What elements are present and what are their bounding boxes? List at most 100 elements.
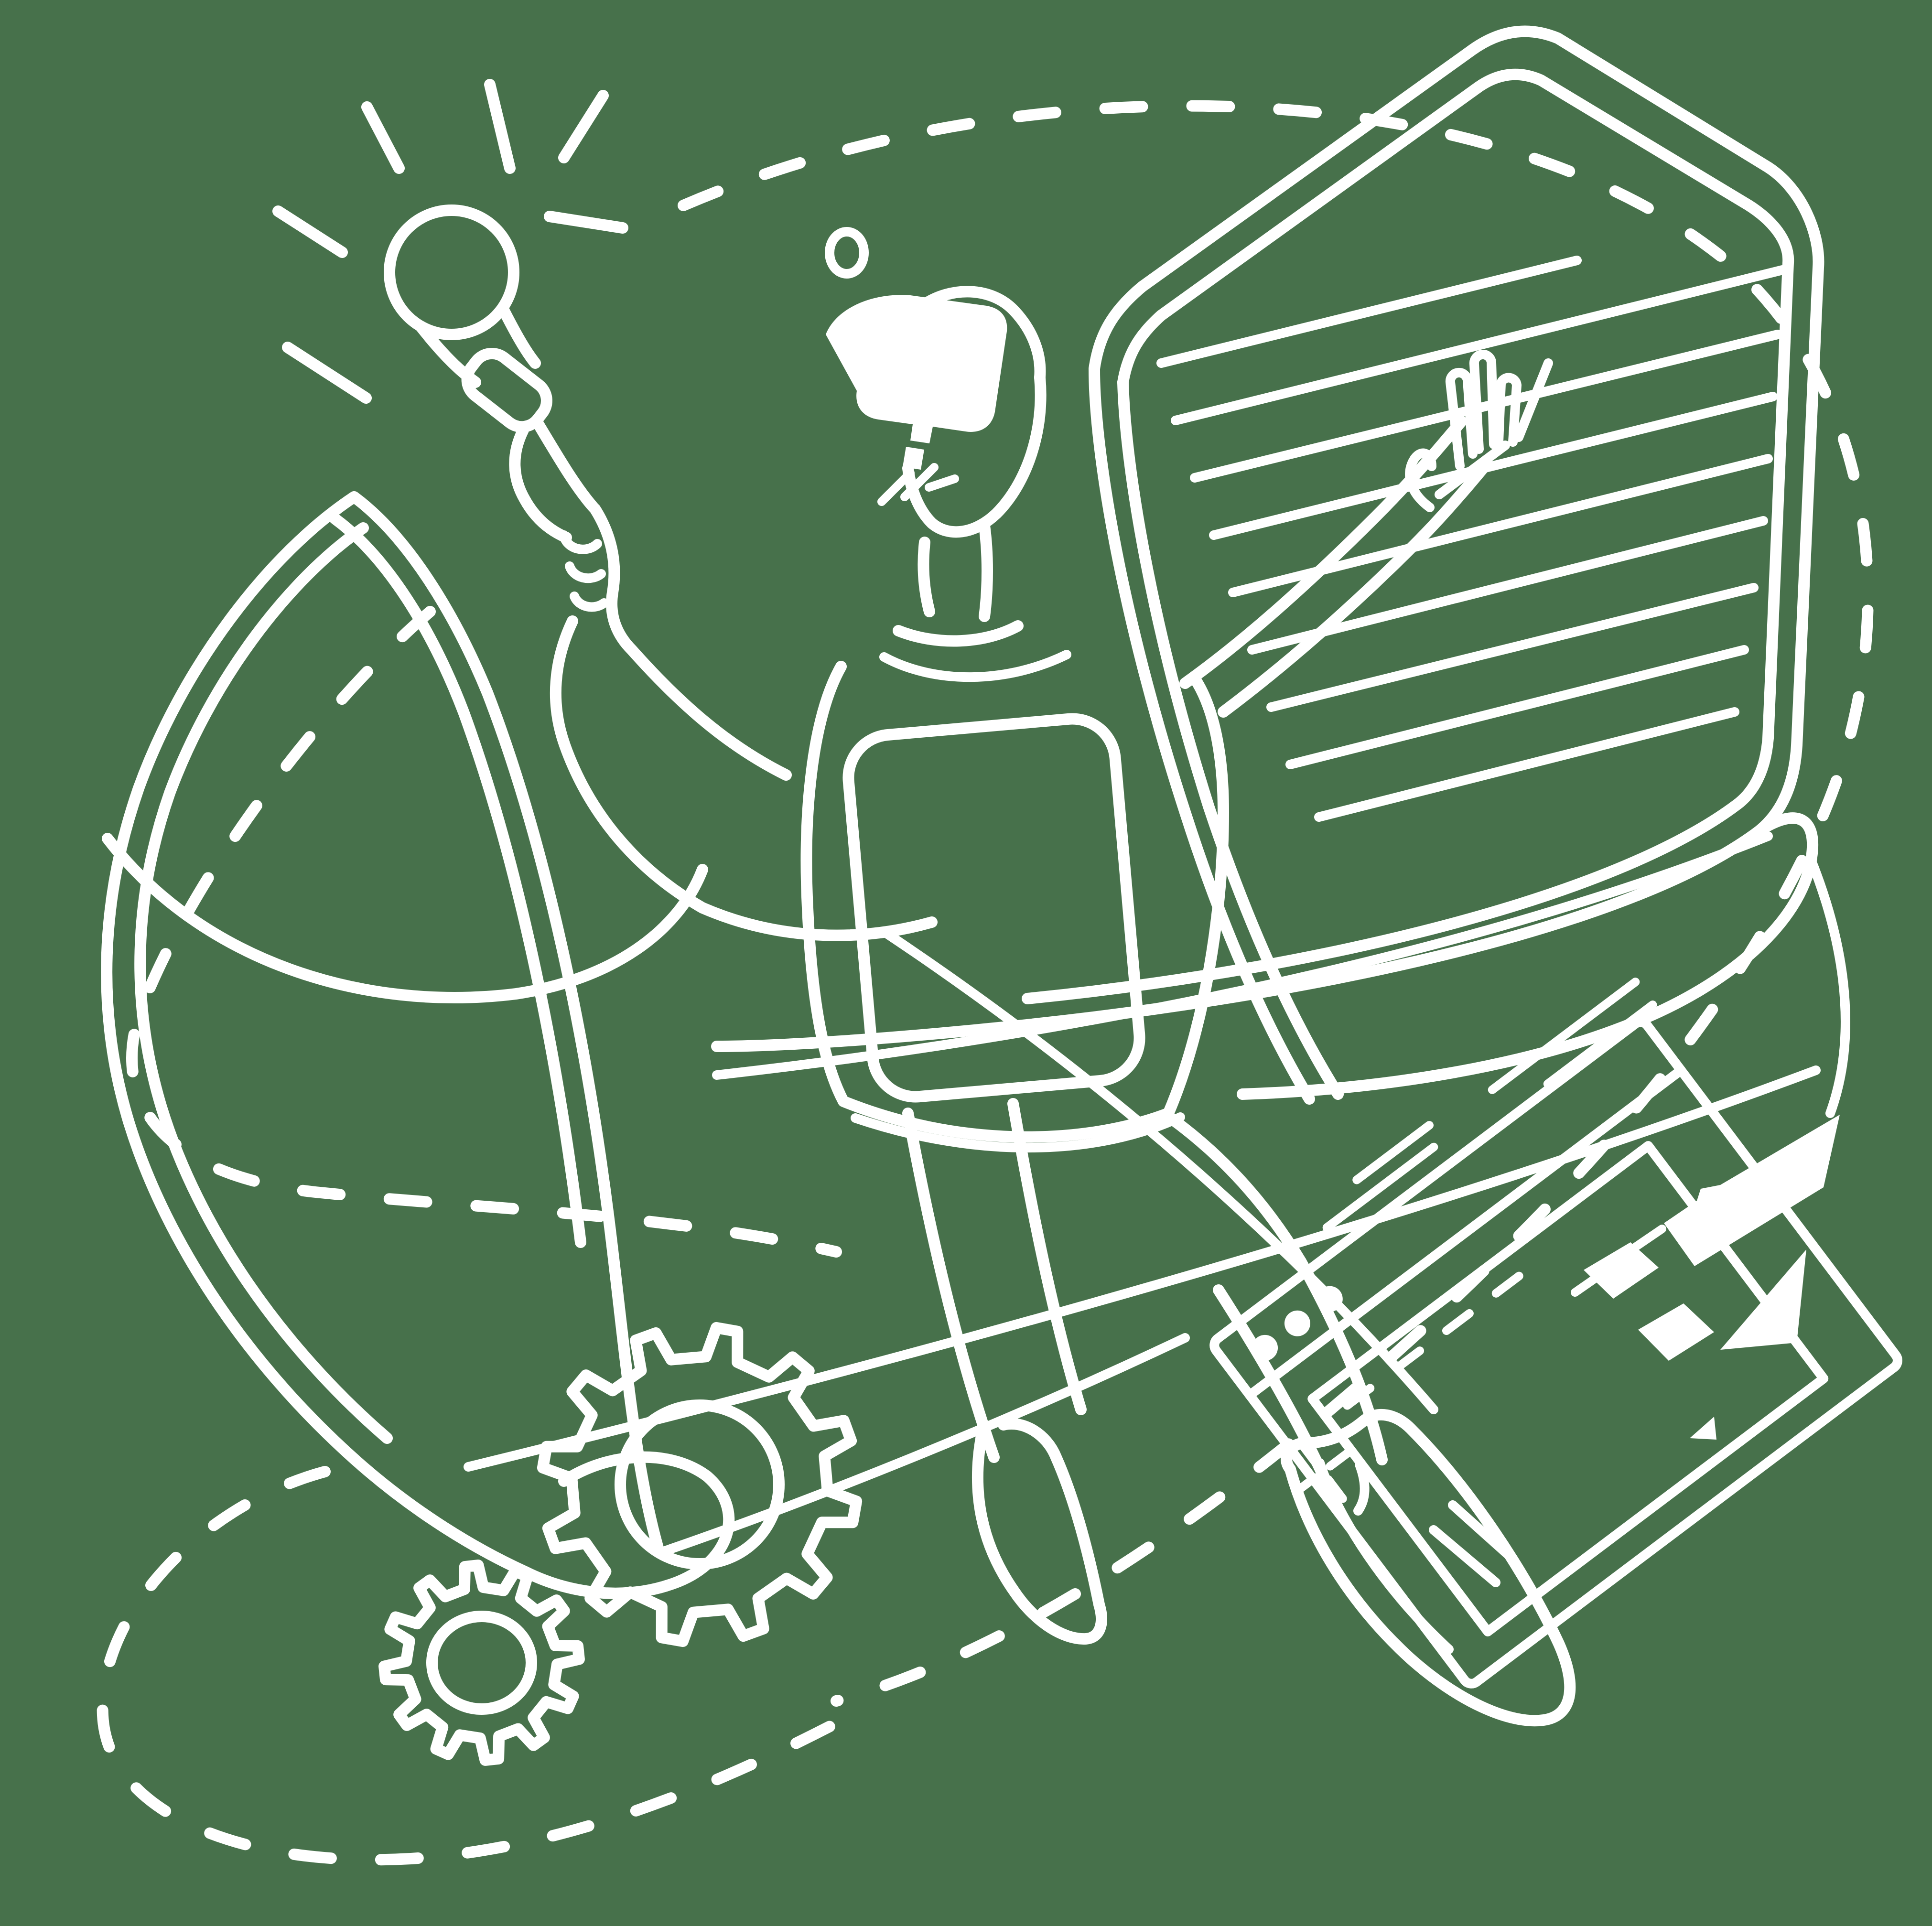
thought-bubble-dot: [825, 227, 869, 279]
gear-large-icon-hole: [615, 1399, 785, 1570]
sneaker-lace-line: [1448, 1500, 1517, 1563]
screen-left-edge-sweep: [1089, 363, 1315, 1105]
right-shin-outer: [1295, 1256, 1388, 1465]
window-speed-line-right: [1488, 978, 1640, 1094]
right-thigh: [1165, 1112, 1306, 1267]
hand-thumb: [1405, 448, 1436, 512]
neck-right-line: [979, 520, 993, 622]
vr-headset-person: [509, 227, 1576, 1727]
gear-large-icon-teeth: [537, 1322, 863, 1647]
left-shoe: [971, 1418, 1107, 1645]
orbit-top-arc: [678, 100, 1874, 1707]
index-finger-back: [532, 417, 599, 513]
light-ray: [282, 342, 372, 404]
body-cross-curve: [879, 927, 1438, 1414]
window-titlebar-line: [1245, 1065, 1686, 1400]
text-stripe: [1247, 516, 1768, 655]
face-jaw-outline: [902, 372, 1047, 538]
hand-finger: [1469, 349, 1499, 454]
left-trouser-outer: [902, 1108, 1000, 1463]
dashed-orbit-path: [97, 100, 1874, 1866]
scroll-left-outer-edge: [101, 491, 531, 1578]
screen-bottom-sweep: [712, 831, 1773, 1080]
scroll-right-edge: [348, 491, 665, 1559]
index-finger-front: [509, 424, 572, 543]
light-ray: [361, 101, 405, 174]
scroll-right-edge-inner: [329, 513, 586, 1248]
head-top-outline: [917, 286, 1046, 383]
sneaker-lace-line: [1429, 1525, 1500, 1587]
collar-line: [893, 620, 1024, 647]
gear-small-icon-hole: [426, 1611, 537, 1715]
crosshair-plus-icon: [1291, 1441, 1354, 1503]
light-rays-icon: [272, 79, 628, 404]
screen-inner-frame: [1022, 68, 1794, 1004]
text-stripe: [1171, 265, 1787, 425]
gears: [378, 1322, 863, 1766]
head: [826, 286, 1047, 647]
window-dot: [1284, 1310, 1310, 1336]
gear-small-icon: [378, 1560, 585, 1766]
window-dot: [1317, 1286, 1343, 1312]
hand-knuckle-line: [1435, 441, 1510, 499]
screen-text-stripes: [1156, 256, 1787, 822]
shirt-front-panel: [842, 713, 1145, 1103]
gear-large-icon: [537, 1322, 863, 1647]
cheek-line: [900, 463, 939, 501]
raised-arm-upper-edge: [1218, 463, 1488, 718]
right-scroll-screen: [711, 25, 1850, 1118]
crosshair-arm: [1291, 1473, 1319, 1496]
curled-finger: [559, 530, 602, 554]
light-ray: [484, 79, 516, 174]
flag-square-shape: [1638, 1303, 1714, 1361]
light-ray: [558, 90, 609, 163]
scroll-curl-tail-1: [655, 1333, 1190, 1558]
crosshair-arm: [1324, 1475, 1347, 1503]
screen-curl-tail: [1806, 855, 1850, 1118]
flag-square-shape: [1584, 1242, 1659, 1299]
hand-finger: [1445, 367, 1478, 471]
window-speed-line: [1352, 1121, 1434, 1184]
pointing-hand: [509, 417, 938, 941]
text-stripe: [1209, 392, 1778, 540]
light-ray: [272, 205, 348, 258]
bulb-neck-right: [497, 302, 541, 369]
cheek-line: [877, 469, 915, 506]
text-stripe: [1285, 645, 1749, 769]
scroll-left-inner-edge: [134, 522, 393, 1444]
window-content-panel: [1307, 1141, 1829, 1636]
crosshair-arm: [1326, 1447, 1354, 1471]
curled-finger: [570, 592, 609, 612]
text-stripe: [1156, 256, 1582, 368]
bulb-base: [461, 347, 552, 433]
flag-triangle-small-shape: [1690, 1417, 1716, 1440]
bulb-glass: [384, 204, 519, 340]
left-trouser-inner: [1007, 1098, 1087, 1415]
flag-banner-shape: [1664, 1115, 1840, 1266]
arm-outer-edge: [589, 503, 792, 781]
screen-corner-curl: [1237, 812, 1819, 1100]
mouth-line: [925, 474, 959, 492]
headset-strap-tab: [903, 447, 924, 470]
window-speed-line: [1322, 1142, 1438, 1232]
flag-triangle-shape: [1720, 1249, 1806, 1350]
shoulder-curve: [697, 902, 938, 941]
raised-hand: [1179, 349, 1553, 718]
solid-flag-shapes: [1571, 1115, 1840, 1440]
arm-inner-edge: [550, 615, 708, 914]
text-stripe: [1190, 330, 1782, 483]
orbit-left-sweep: [126, 606, 842, 1258]
neckline: [879, 650, 1071, 682]
browser-window-icon: [1209, 978, 1902, 1689]
window-dashed-line: [1343, 1260, 1539, 1410]
screen-left-edge-sweep-inner: [1117, 377, 1344, 1100]
hand-finger: [1494, 373, 1522, 447]
scroll-face-curve: [102, 833, 708, 1003]
text-stripe: [1314, 707, 1739, 822]
curled-finger: [565, 561, 606, 583]
idea-lightbulb-icon: [272, 79, 628, 433]
orbit-bottom-loop: [97, 1466, 866, 1866]
vr-headset-icon: [826, 295, 1007, 443]
text-stripe: [1266, 583, 1759, 712]
